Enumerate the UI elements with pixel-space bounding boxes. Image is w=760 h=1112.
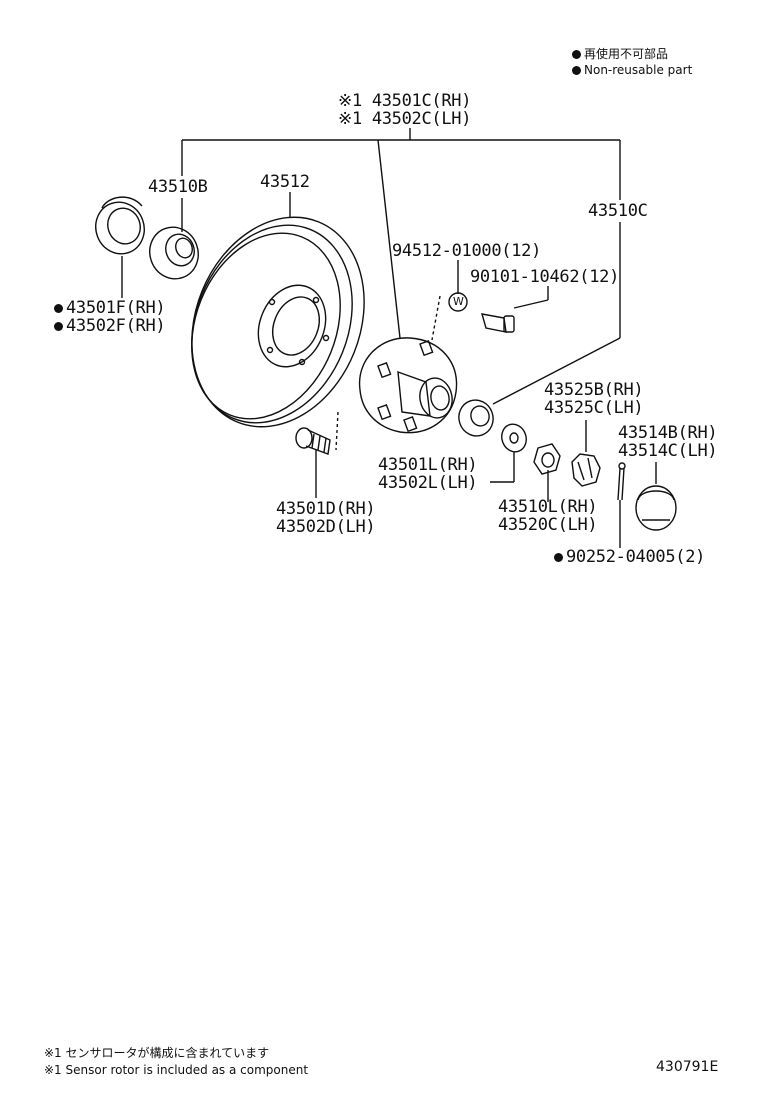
axle-hub-drawing — [358, 337, 458, 434]
footnote-jp: ※1 センサロータが構成に含まれています — [44, 1046, 270, 1060]
legend-en: Non-reusable part — [572, 63, 692, 77]
disc-rotor-drawing — [191, 216, 365, 428]
label-bearing-inner[interactable]: 43510B — [148, 177, 208, 197]
label-cotter-pin[interactable]: 90252-04005(2) — [554, 548, 705, 567]
hub-bolt-drawing — [295, 427, 331, 455]
label-disc[interactable]: 43512 — [260, 172, 310, 192]
hub-assembly-bracket — [181, 128, 621, 405]
label-hub-bolt-rh[interactable]: 43501D(RH) — [276, 499, 376, 519]
label-nut-lh[interactable]: 43520C(LH) — [498, 515, 598, 535]
label-grease-cap-lh[interactable]: 43514C(LH) — [618, 441, 718, 461]
label-washer-w[interactable]: 94512-01000(12) — [392, 241, 542, 261]
thrust-washer-drawing — [501, 423, 527, 453]
legend-jp: 再使用不可部品 — [572, 47, 668, 61]
w-marker-label: W — [453, 295, 464, 308]
label-hub-lh[interactable]: ※1 43502C(LH) — [338, 109, 472, 129]
non-reusable-dot-icon — [572, 50, 581, 59]
label-nut-rh[interactable]: 43510L(RH) — [498, 497, 598, 517]
label-thrust-washer-lh[interactable]: 43502L(LH) — [378, 473, 478, 493]
label-thrust-washer-rh[interactable]: 43501L(RH) — [378, 455, 478, 475]
w-marker-circle — [448, 292, 468, 312]
lock-cap-drawing — [571, 453, 601, 487]
non-reusable-dot-icon — [54, 321, 63, 331]
label-lock-cap-lh[interactable]: 43525C(LH) — [544, 398, 644, 418]
leader-lines — [121, 192, 657, 548]
label-hub-rh[interactable]: ※1 43501C(RH) — [338, 91, 472, 111]
grease-cap-drawing — [635, 485, 677, 531]
outer-bearing-drawing — [458, 399, 494, 437]
label-seal-rh[interactable]: 43501F(RH) — [54, 299, 166, 318]
cotter-pin-drawing — [617, 462, 626, 501]
footnote-en: ※1 Sensor rotor is included as a compone… — [44, 1063, 309, 1077]
oil-seal-drawing — [95, 196, 145, 255]
diagram-id: 430791E — [656, 1059, 719, 1075]
hub-nut-drawing — [533, 443, 561, 475]
label-grease-cap-rh[interactable]: 43514B(RH) — [618, 423, 718, 443]
inner-bearing-drawing — [149, 226, 199, 280]
label-hub-bolt-lh[interactable]: 43502D(LH) — [276, 517, 376, 537]
label-bearing-outer[interactable]: 43510C — [588, 201, 648, 221]
non-reusable-dot-icon — [572, 66, 581, 75]
non-reusable-dot-icon — [54, 303, 63, 313]
label-seal-lh[interactable]: 43502F(RH) — [54, 317, 166, 336]
label-lock-cap-rh[interactable]: 43525B(RH) — [544, 380, 644, 400]
non-reusable-dot-icon — [554, 552, 563, 562]
label-bolt-small[interactable]: 90101-10462(12) — [470, 267, 620, 287]
small-bolt-drawing — [481, 313, 515, 333]
